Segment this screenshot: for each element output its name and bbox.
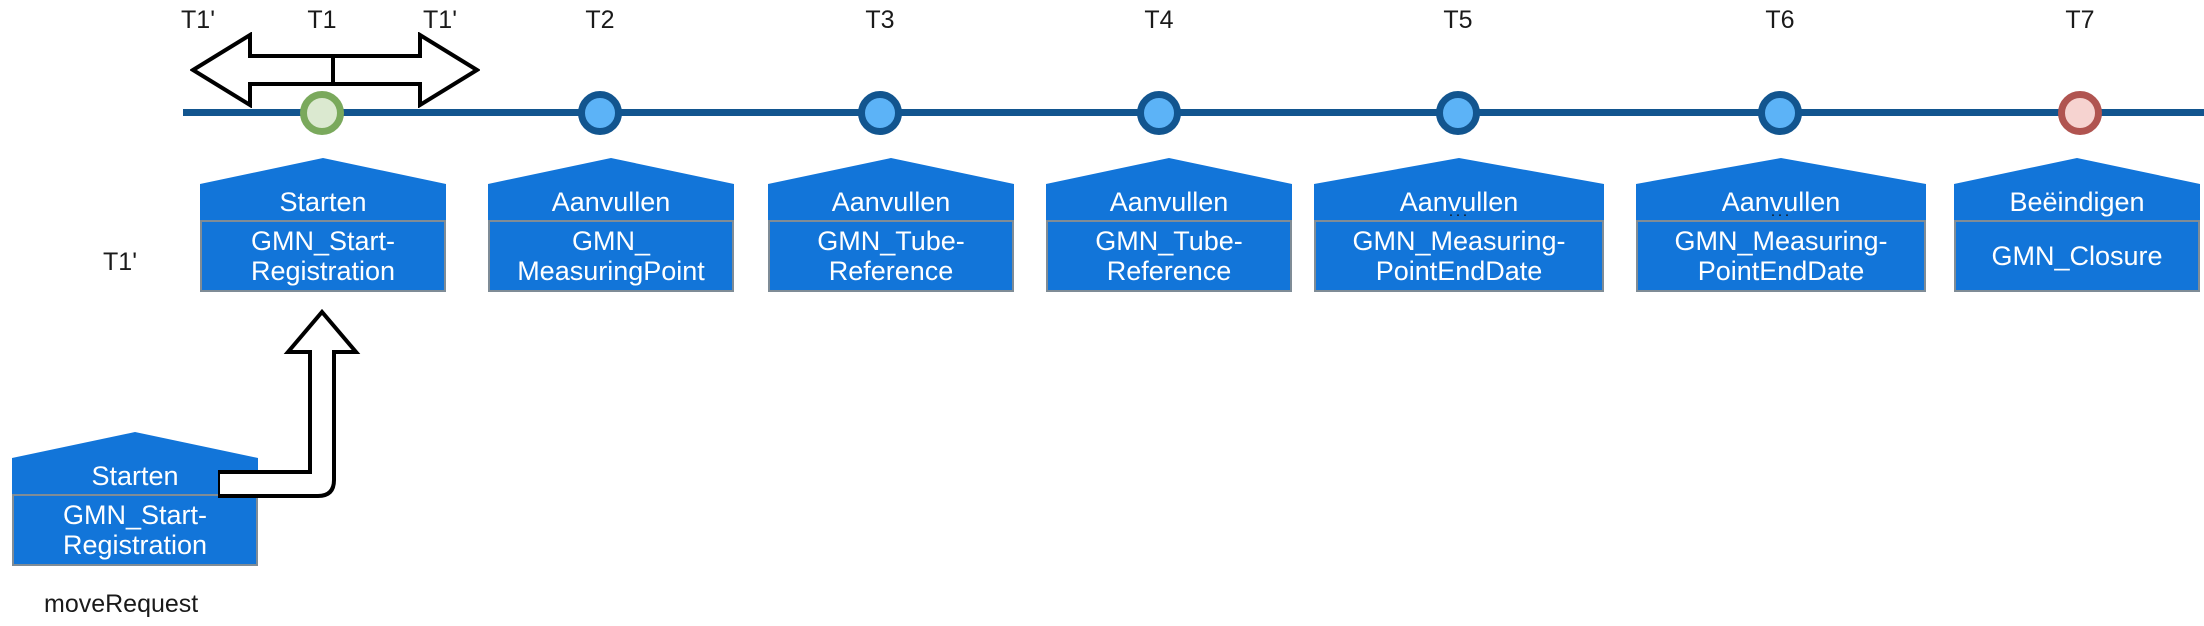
card-header-shape: Starten [12,432,258,494]
timeline-node-t2[interactable] [578,91,622,135]
card-action-label: Starten [279,186,367,217]
card-action-label: Aanvullen [1109,186,1229,217]
card-body: GMN_Tube- Reference [1046,220,1292,292]
card-header-shape: Beëindigen [1954,158,2200,220]
card-action-label: Starten [91,460,179,491]
card-action-label: Aanvullen [831,186,951,217]
card-body: GMN_Measuring- PointEndDate [1636,220,1926,292]
card-repeat-ellipsis-icon: ··· [1770,206,1792,223]
card-action-label: Aanvullen [551,186,671,217]
card-message-label: GMN_ MeasuringPoint [517,225,705,286]
timeline-tick-label-t4: T4 [1144,6,1174,34]
card-message-label: GMN_Tube- Reference [1095,225,1243,286]
card-message-label: GMN_Measuring- PointEndDate [1352,225,1566,286]
move-request-connector-arrow [218,300,408,550]
timeline-node-t1[interactable] [300,91,344,135]
card-action-label: Beëindigen [2009,186,2145,217]
timeline-node-t6[interactable] [1758,91,1802,135]
card-body: GMN_Tube- Reference [768,220,1014,292]
timeline-node-t4[interactable] [1137,91,1181,135]
card-body: GMN_Measuring- PointEndDate [1314,220,1604,292]
card-header-shape: Aanvullen··· [1314,158,1604,223]
card-body: GMN_ MeasuringPoint [488,220,734,292]
timeline-node-t5[interactable] [1436,91,1480,135]
card-t6[interactable]: Aanvullen···GMN_Measuring- PointEndDate [1636,158,1926,292]
timeline-tick-label-t1: T1 [307,6,337,34]
card-message-label: GMN_Start- Registration [62,499,208,560]
card-body: GMN_Start- Registration [12,494,258,566]
timeline-node-t7[interactable] [2058,91,2102,135]
timeline-axis [183,109,2204,116]
card-header-shape: Aanvullen [1046,158,1292,220]
card-header-shape: Aanvullen [488,158,734,220]
direction-arrow-right-icon [330,32,480,108]
timeline-tick-label-t7: T7 [2065,6,2095,34]
timeline-tick-label-t1-prime-right: T1' [423,6,457,34]
card-action-label: Aanvullen [1399,186,1519,217]
card-header-shape: Aanvullen··· [1636,158,1926,223]
card-header-shape: Aanvullen [768,158,1014,220]
card-t5[interactable]: Aanvullen···GMN_Measuring- PointEndDate [1314,158,1604,292]
card-body: GMN_Closure [1954,220,2200,292]
card-message-label: GMN_Tube- Reference [817,225,965,286]
card-header-shape: Starten [200,158,446,220]
card-repeat-ellipsis-icon: ··· [1448,206,1470,223]
card-action-label: Aanvullen [1721,186,1841,217]
timeline-tick-label-t1-prime-left: T1' [181,6,215,34]
move-request-caption: moveRequest [44,590,199,618]
card-message-label: GMN_Start- Registration [250,225,396,286]
timeline-tick-label-t5: T5 [1443,6,1473,34]
card-message-label: GMN_Measuring- PointEndDate [1674,225,1888,286]
move-request-tick-label: T1' [103,248,137,276]
timeline-tick-label-t3: T3 [865,6,895,34]
card-message-label: GMN_Closure [1991,240,2163,271]
card-body: GMN_Start- Registration [200,220,446,292]
direction-arrow-left-icon [190,32,340,108]
timeline-tick-label-t6: T6 [1765,6,1795,34]
timeline-node-t3[interactable] [858,91,902,135]
timeline-tick-label-t2: T2 [585,6,615,34]
